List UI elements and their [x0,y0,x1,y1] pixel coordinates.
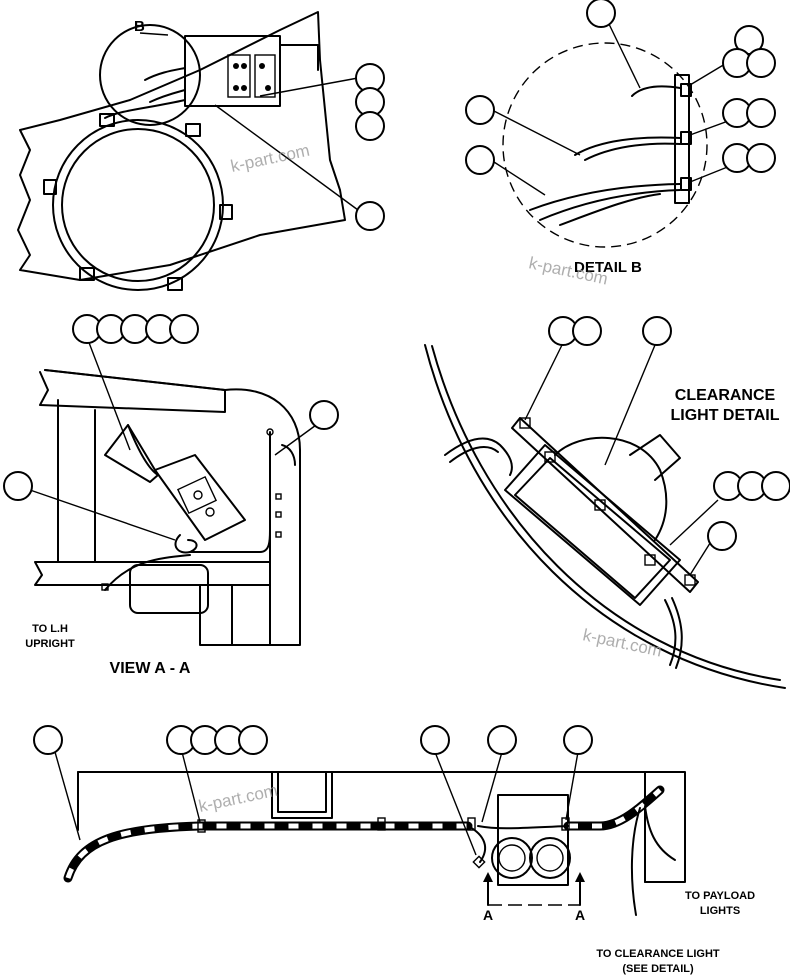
balloon [465,145,495,175]
balloon [309,400,339,430]
balloon [746,143,776,173]
balloon [761,471,790,501]
detail-b-view [491,21,751,248]
view-aa-note-1: TO L.H [32,623,68,635]
balloon [572,316,602,346]
detail-b-title: DETAIL B [574,259,642,276]
section-marker-right: A [575,907,585,923]
balloon [642,316,672,346]
callout-balloons [3,0,790,755]
balloon [169,314,199,344]
balloon [355,201,385,231]
balloon [120,314,150,344]
balloon [746,48,776,78]
clearance-note-1: TO CLEARANCE LIGHT [596,948,720,960]
clearance-light-detail [424,344,786,689]
balloon [746,98,776,128]
balloon [707,521,737,551]
watermarks: k-part.com k-part.com k-part.com k-part.… [197,141,664,816]
section-marker-left: A [483,907,493,923]
balloon [563,725,593,755]
view-aa-title: VIEW A - A [110,660,191,677]
view-aa-note-2: UPRIGHT [25,638,75,650]
balloon [487,725,517,755]
payload-note-2: LIGHTS [700,905,740,917]
balloon [3,471,33,501]
balloon [465,95,495,125]
main-side-view [54,751,686,916]
watermark: k-part.com [197,781,279,816]
clearance-detail-title-1: CLEARANCE [675,387,776,404]
labels: B DETAIL B CLEARANCE LIGHT DETAIL VIEW A… [25,18,779,975]
payload-note-1: TO PAYLOAD [685,890,755,902]
top-left-view [17,11,359,291]
clearance-note-2: (SEE DETAIL) [622,963,694,975]
balloon [33,725,63,755]
balloon [420,725,450,755]
balloon [355,111,385,141]
balloon [238,725,268,755]
clearance-detail-title-2: LIGHT DETAIL [670,407,779,424]
balloon [586,0,616,28]
view-aa [29,339,324,646]
detail-b-ref-letter: B [134,18,145,35]
watermark: k-part.com [581,625,663,660]
